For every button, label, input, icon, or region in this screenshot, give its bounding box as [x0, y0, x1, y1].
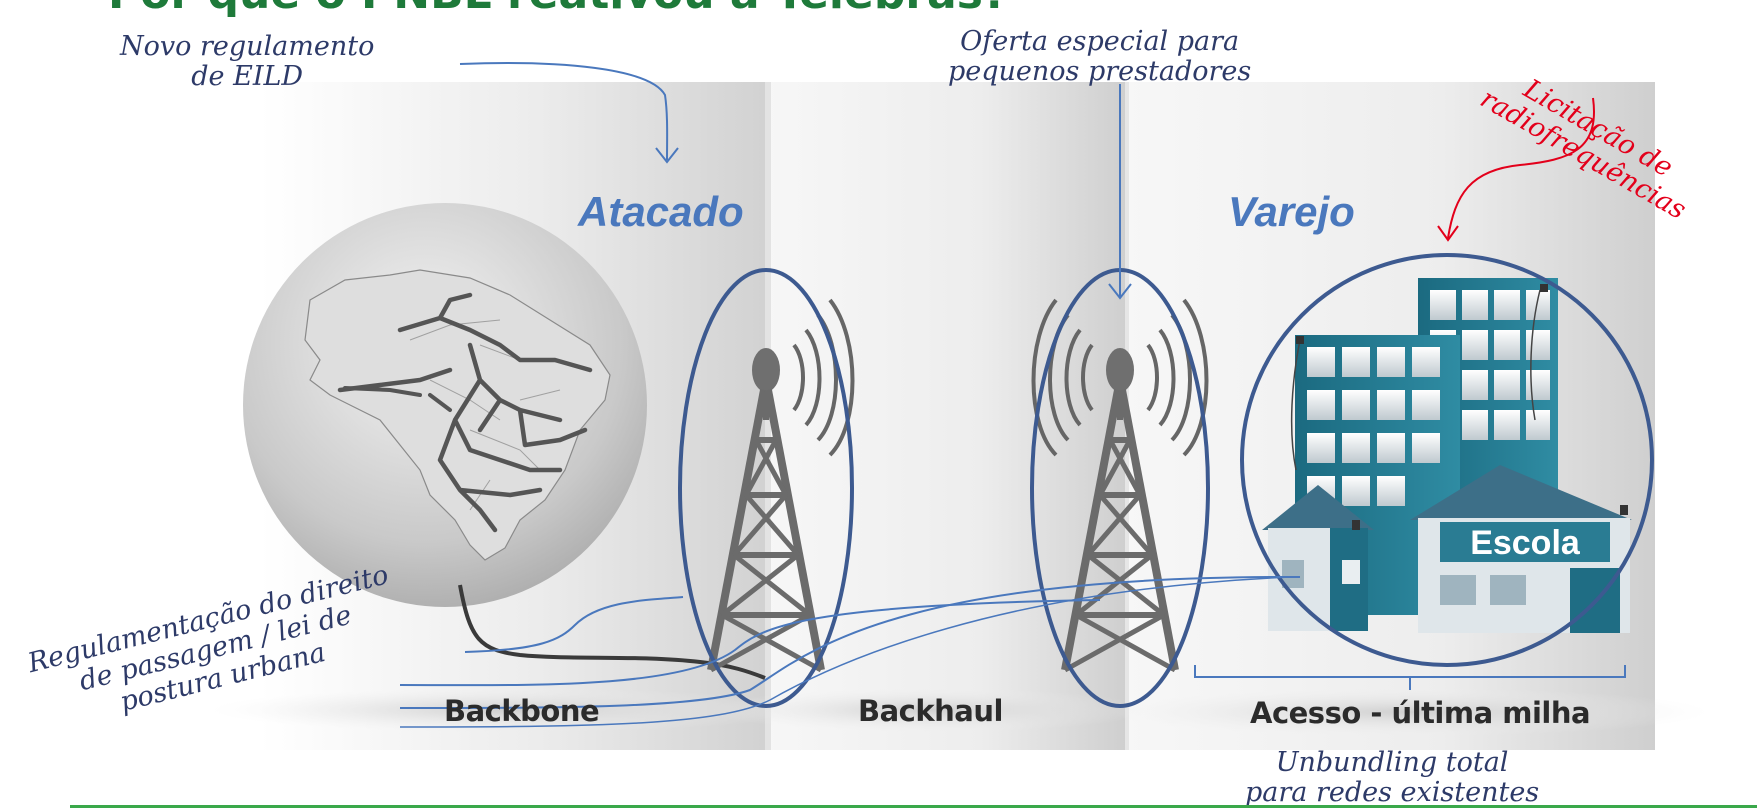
annotation-oferta: Oferta especial para pequenos prestadore…: [948, 26, 1252, 87]
band-acesso: Acesso - última milha: [1250, 696, 1591, 730]
backbone-cable: [458, 584, 766, 680]
connector-direito-4: [399, 576, 1291, 728]
panel-backhaul: [765, 82, 1125, 750]
brazil-map-globe: [243, 203, 647, 607]
connector-direito-2: [399, 599, 1101, 687]
ground-band-backhaul: [710, 688, 1150, 732]
tower-backhaul: [1031, 298, 1209, 673]
ground-band-acesso: [1110, 688, 1710, 736]
annotation-eild: Novo regulamento de EILD: [120, 31, 375, 92]
label-varejo: Varejo: [1228, 188, 1355, 235]
ellipse-buildings: [1240, 253, 1654, 667]
school-sign: Escola: [1470, 524, 1581, 562]
footer-divider: [70, 805, 1757, 808]
arrow-eild: [459, 62, 669, 161]
band-backhaul: Backhaul: [858, 694, 1003, 728]
connector-direito-1: [464, 596, 684, 653]
bracket-acesso: [1194, 665, 1626, 690]
band-backbone: Backbone: [444, 694, 600, 728]
tower-backbone: [707, 298, 855, 673]
buildings-group: Escola: [1262, 278, 1632, 633]
label-atacado: Atacado: [578, 188, 744, 235]
annotation-unbundling: Unbundling total para redes existentes: [1245, 747, 1540, 808]
ellipse-tower-backbone: [678, 268, 854, 708]
connector-direito-3: [399, 575, 1301, 709]
page-title: Por que o PNBL reativou a Telebrás?: [108, 0, 1008, 19]
arrow-licitacao: [1447, 97, 1595, 239]
